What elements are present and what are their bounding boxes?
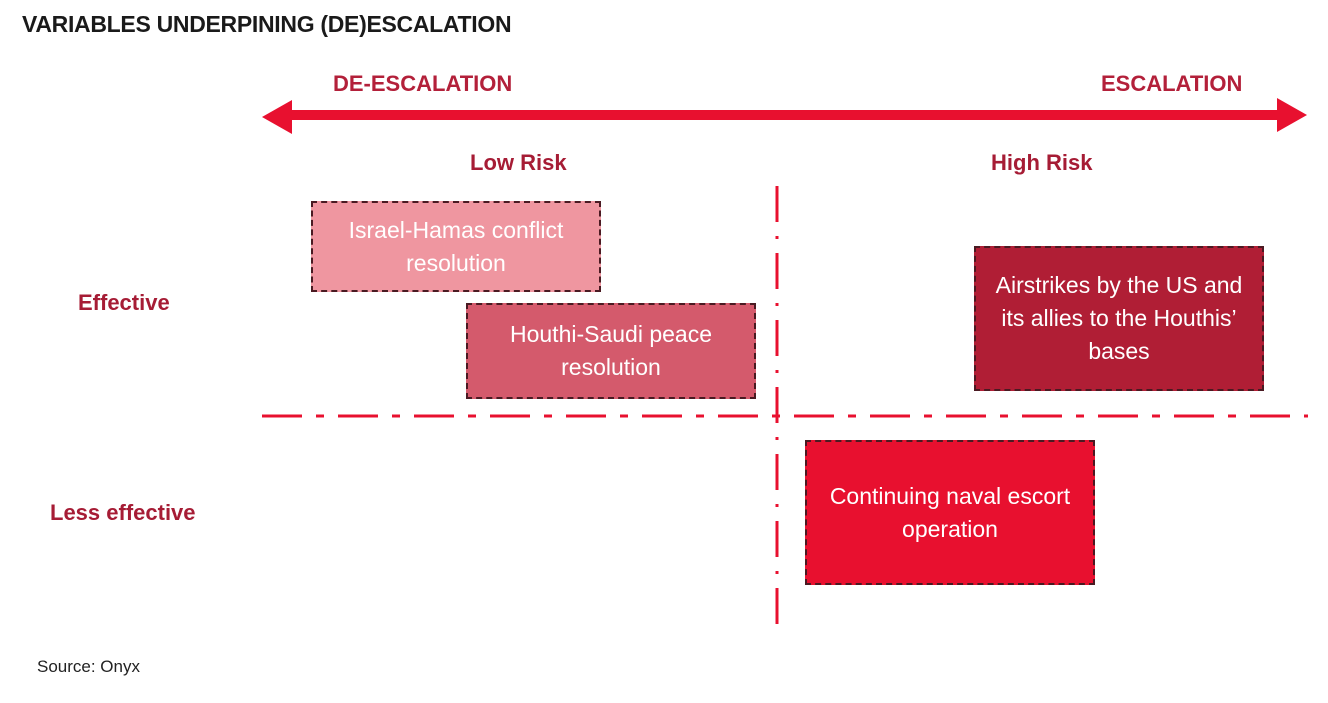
escalation-label: ESCALATION [1101,71,1243,96]
less-effective-label: Less effective [50,500,196,525]
box-houthi-saudi: Houthi-Saudi peace resolution [466,303,756,399]
effective-label: Effective [78,290,170,315]
box-airstrikes: Airstrikes by the US and its allies to t… [974,246,1264,391]
source-note: Source: Onyx [37,657,140,676]
low-risk-label: Low Risk [470,150,567,175]
arrow-shaft [285,110,1285,120]
page-title: VARIABLES UNDERPINING (DE)ESCALATION [22,11,512,37]
arrow-head-left [262,100,292,134]
de-escalation-label: DE-ESCALATION [333,71,513,96]
escalation-arrow [262,98,1307,134]
box-naval-escort: Continuing naval escort operation [805,440,1095,585]
high-risk-label: High Risk [991,150,1093,175]
box-israel-hamas: Israel-Hamas conflict resolution [311,201,601,292]
arrow-head-right [1277,98,1307,132]
